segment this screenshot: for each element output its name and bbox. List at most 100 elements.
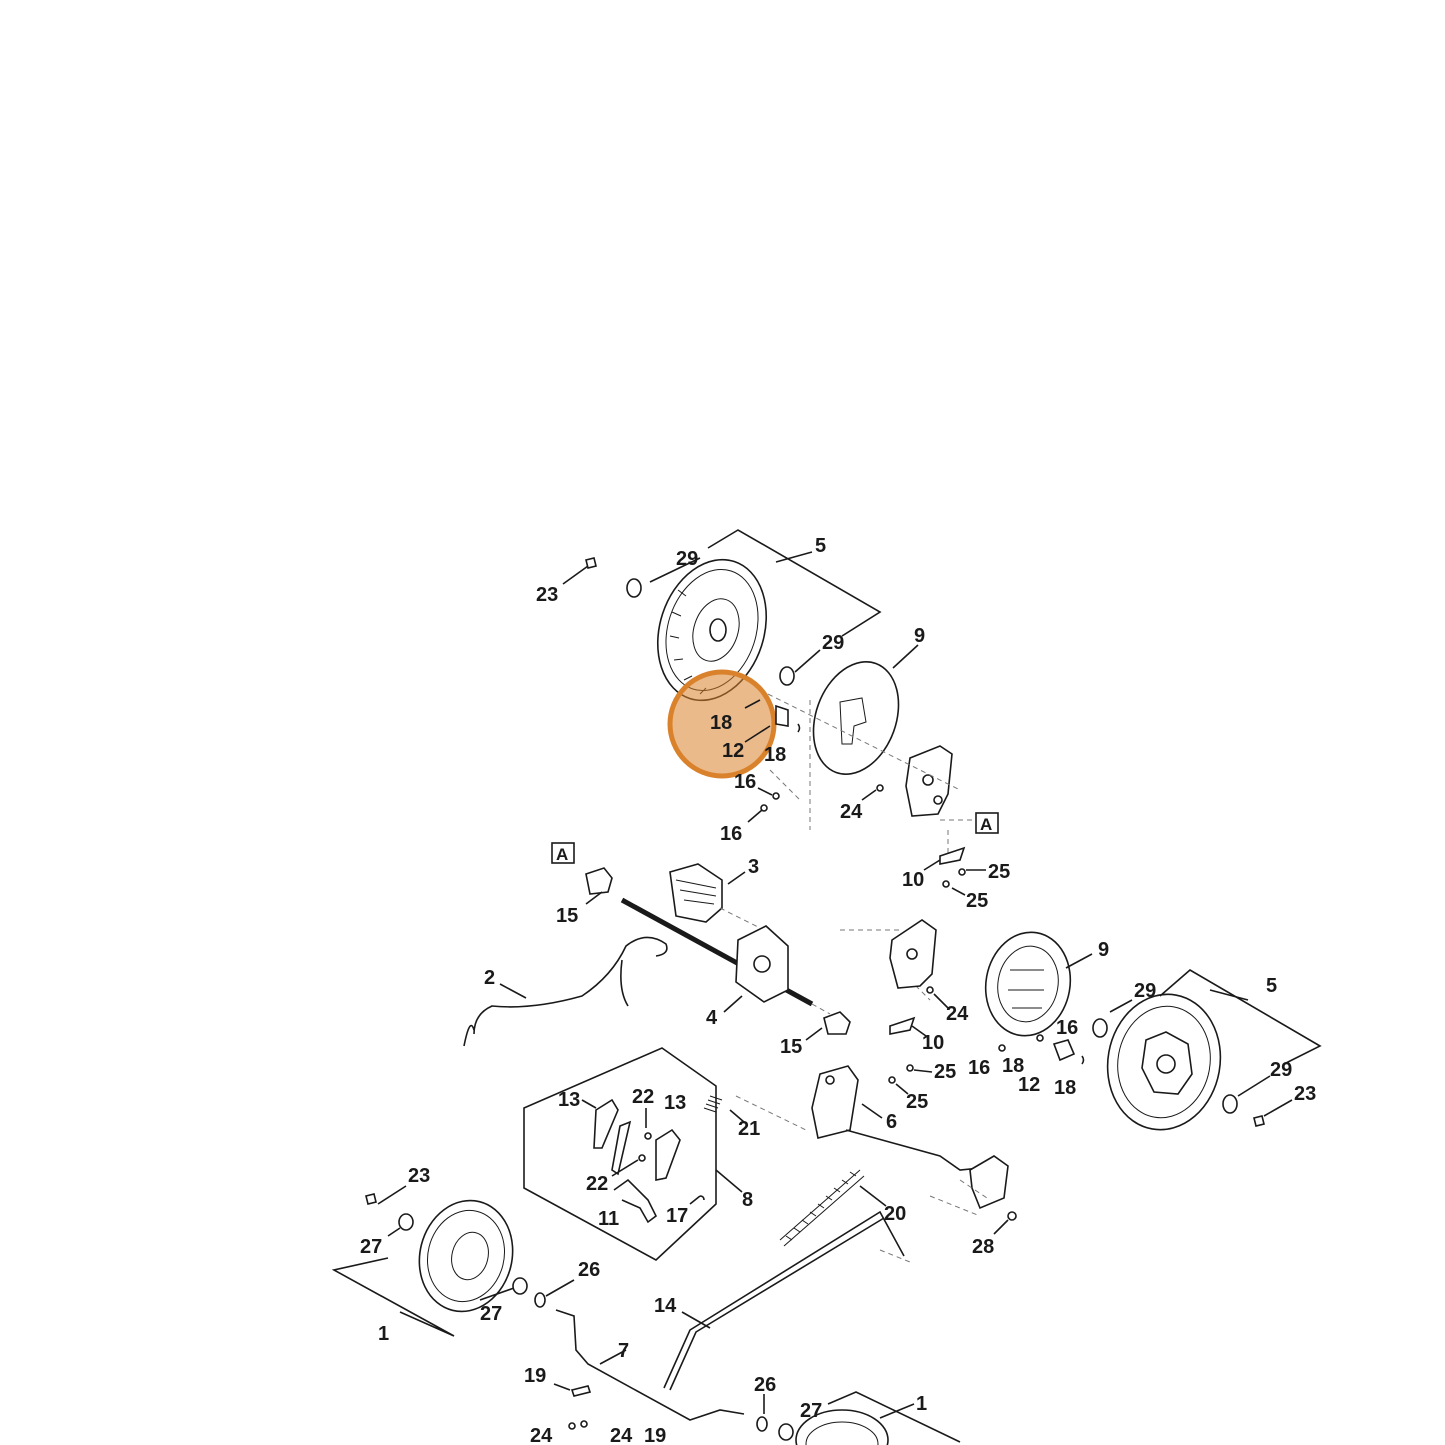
label-10-top: 10 [902, 869, 924, 891]
label-16-bottom-b: 16 [1056, 1017, 1078, 1039]
label-25-bottom-b: 25 [906, 1091, 928, 1113]
front-wheel-right [795, 1409, 889, 1445]
dashed-guides-lower [735, 1095, 991, 1263]
label-16-bottom: 16 [968, 1057, 990, 1079]
label-24-left: 24 [530, 1425, 553, 1445]
label-16-top: 16 [734, 771, 756, 793]
wheel-cover-top [812, 644, 919, 775]
washer-29-top [626, 578, 642, 598]
label-28: 28 [972, 1236, 994, 1258]
front-axle-7 [555, 1309, 745, 1421]
label-22-top: 22 [632, 1086, 654, 1108]
spring-20 [779, 1169, 887, 1247]
height-adjust-plate-6 [811, 1065, 883, 1139]
dashed-guides-top [759, 689, 975, 860]
ref-box-A-left [551, 842, 575, 864]
screw-23-front [365, 1193, 377, 1205]
wheel-cover-bottom [984, 931, 1093, 1037]
label-18-top: 18 [764, 744, 786, 766]
kit-box-8 [523, 1047, 717, 1261]
dashed-guides-mid [719, 907, 931, 1015]
label-17: 17 [666, 1205, 688, 1227]
rear-axle-rod [845, 1129, 1001, 1171]
label-29-top-b: 29 [822, 632, 844, 654]
label-2: 2 [484, 967, 495, 989]
part-number-labels: 5 29 23 29 9 18 12 18 16 16 24 A 10 25 2… [360, 535, 1316, 1445]
bracket-lines-front [331, 1185, 575, 1337]
washer-29-bottom [1092, 1018, 1108, 1038]
side-plate-bottom [889, 919, 937, 989]
label-23-front: 23 [408, 1165, 430, 1187]
label-A-right: A [980, 815, 992, 834]
cable-2 [463, 936, 668, 1047]
label-4: 4 [706, 1007, 718, 1029]
label-15-right: 15 [780, 1036, 802, 1058]
pinion-12-bottom [1052, 1039, 1076, 1062]
label-8: 8 [742, 1189, 753, 1211]
label-16-top-b: 16 [720, 823, 742, 845]
front-wheel-left [418, 1199, 514, 1313]
label-23-top: 23 [536, 584, 558, 606]
label-27-bottom: 27 [800, 1400, 822, 1422]
washer-26-front [534, 1292, 546, 1308]
label-24-mid: 24 [610, 1425, 633, 1445]
washer-27-front-b [512, 1277, 528, 1295]
bearing-15-left [585, 867, 613, 905]
highlight-circle [667, 669, 777, 779]
screw-23-top [585, 557, 597, 569]
ref-box-A-right [975, 812, 999, 834]
label-10-bottom: 10 [922, 1032, 944, 1054]
side-plate-top [905, 745, 953, 817]
label-29-top: 29 [676, 548, 698, 570]
label-20: 20 [884, 1203, 906, 1225]
label-1-right: 1 [916, 1393, 927, 1415]
label-24-bottom: 24 [946, 1003, 969, 1025]
bracket-lines-bottom [1109, 969, 1322, 1117]
rear-wheel-bottom [1106, 993, 1222, 1131]
rear-wheel-top [656, 558, 768, 702]
label-29-bottom: 29 [1134, 980, 1156, 1002]
lever-14 [663, 1210, 905, 1391]
gearbox-housing-4 [723, 925, 789, 1013]
label-13-left: 13 [558, 1089, 580, 1111]
pin-19 [570, 1385, 592, 1397]
washer-29-bottom-b [1222, 1094, 1238, 1114]
label-18-bottom: 18 [1002, 1055, 1024, 1077]
washer-27-front [398, 1213, 414, 1231]
label-24-top: 24 [840, 801, 863, 823]
label-14: 14 [654, 1295, 677, 1317]
kit-parts [581, 1098, 705, 1224]
clip-10-top [923, 846, 986, 896]
label-6: 6 [886, 1111, 897, 1133]
label-25-top-b: 25 [966, 890, 988, 912]
pinion-12-top [775, 704, 789, 727]
label-27-front-b: 27 [480, 1303, 502, 1325]
label-27-front: 27 [360, 1236, 382, 1258]
label-23-bottom: 23 [1294, 1083, 1316, 1105]
gearbox-3 [669, 863, 746, 923]
clip-10-bottom [888, 986, 1085, 1095]
washer-29-top-b [779, 666, 795, 686]
label-9-bottom: 9 [1098, 939, 1109, 961]
label-18-bottom-b: 18 [1054, 1077, 1076, 1099]
label-25-bottom: 25 [934, 1061, 956, 1083]
label-5-bottom: 5 [1266, 975, 1277, 997]
label-26-front: 26 [578, 1259, 600, 1281]
pins-top [747, 723, 884, 823]
label-29-bottom-b: 29 [1270, 1059, 1292, 1081]
label-9-top: 9 [914, 625, 925, 647]
side-bracket-28 [969, 1155, 1017, 1235]
label-A-left: A [556, 845, 568, 864]
label-12-highlight: 12 [722, 740, 744, 762]
label-11: 11 [598, 1208, 619, 1230]
bearing-15-right [805, 1011, 851, 1041]
label-19-left: 19 [524, 1365, 546, 1387]
spring-21 [703, 1095, 745, 1123]
label-26-bottom: 26 [754, 1374, 776, 1396]
label-1-left: 1 [378, 1323, 389, 1345]
label-22-bottom: 22 [586, 1173, 608, 1195]
washer-26-bottom [756, 1416, 768, 1432]
label-7: 7 [618, 1340, 629, 1362]
label-15-left: 15 [556, 905, 578, 927]
